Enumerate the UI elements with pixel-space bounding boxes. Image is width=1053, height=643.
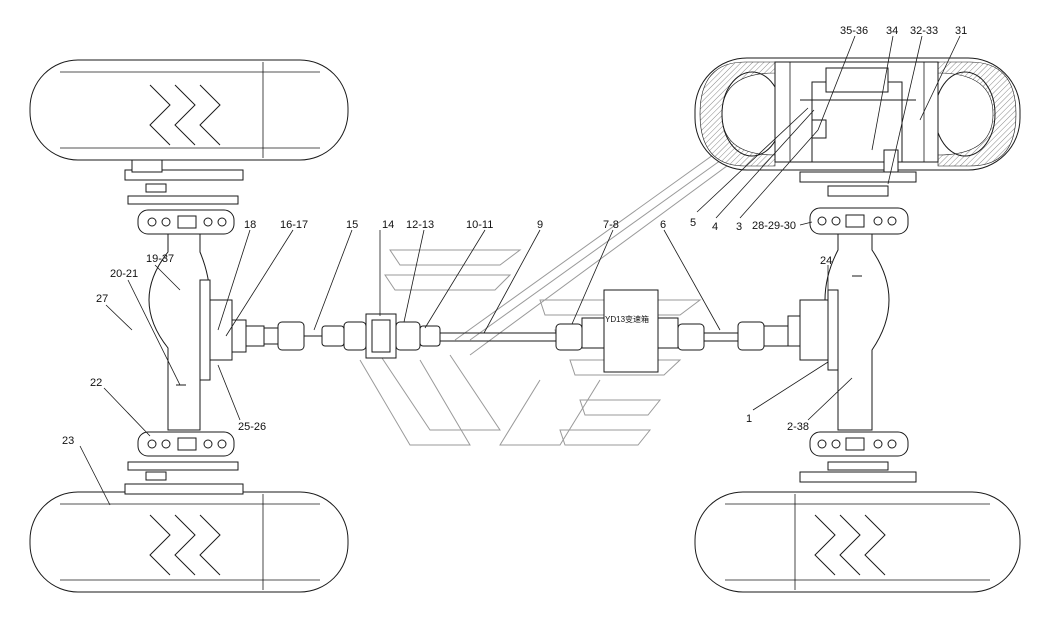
tire-front-right-section [694,57,1021,181]
front-axle-right [787,171,917,483]
label-7-8: 7-8 [603,219,619,231]
label-32-33: 32-33 [910,25,938,37]
part-labels: 35-36 34 32-33 31 5 4 3 28-29-30 24 18 1… [62,25,967,447]
label-10-11: 10-11 [466,219,493,231]
label-24: 24 [820,255,832,267]
label-25-26: 25-26 [238,421,266,433]
label-6: 6 [660,219,666,231]
rear-axle-left [124,159,265,495]
label-19-37: 19-37 [146,253,174,265]
gearbox-label: YD13变速箱 [605,314,649,324]
tire-rear-left [29,491,349,593]
label-1: 1 [746,413,752,425]
watermark-logo [359,149,736,446]
label-27: 27 [96,293,108,305]
label-20-21: 20-21 [110,268,138,280]
label-5: 5 [690,217,696,229]
label-18: 18 [244,219,256,231]
label-22: 22 [90,377,102,389]
label-14: 14 [382,219,394,231]
leader-lines [79,35,961,506]
label-2-38: 2-38 [787,421,809,433]
drive-shaft-rear [263,313,583,359]
tire-rear-right [694,491,1021,593]
label-3: 3 [736,221,742,233]
label-34: 34 [886,25,898,37]
label-15: 15 [346,219,358,231]
label-35-36: 35-36 [840,25,868,37]
label-12-13: 12-13 [406,219,434,231]
label-23: 23 [62,435,74,447]
label-31: 31 [955,25,967,37]
label-9: 9 [537,219,543,231]
label-16-17: 16-17 [280,219,308,231]
label-4: 4 [712,221,718,233]
drive-shaft-front [677,321,789,351]
label-28-29-30: 28-29-30 [752,220,796,232]
tire-front-left [29,59,349,161]
gearbox [581,289,679,373]
